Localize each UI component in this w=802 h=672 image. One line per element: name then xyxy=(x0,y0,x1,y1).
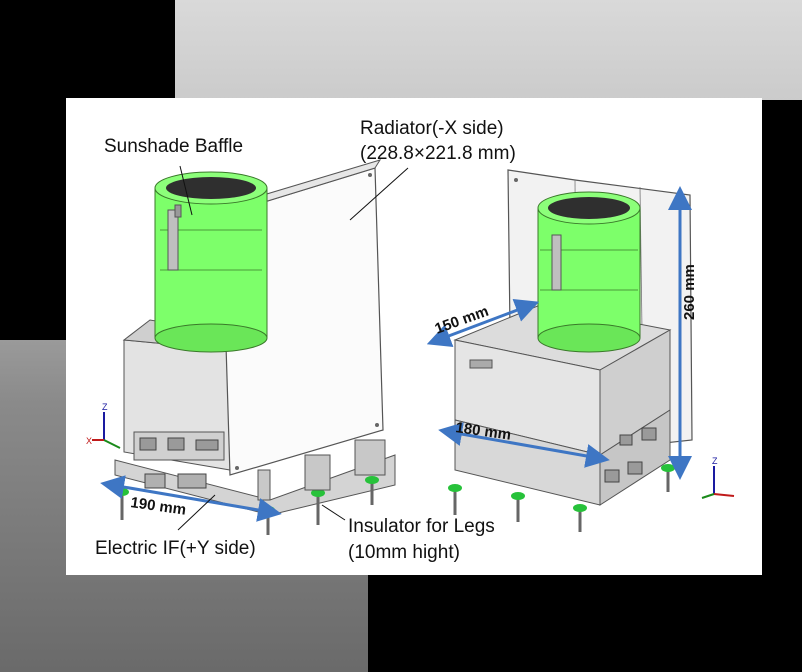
leader-insulator xyxy=(321,504,346,521)
dimension-arrow-190 xyxy=(100,475,282,522)
dimension-arrow-180 xyxy=(438,422,610,468)
insulator-label: Insulator for Legs xyxy=(348,516,495,537)
axis-label-z-right: Z xyxy=(712,456,718,466)
axis-triad-left xyxy=(92,412,121,449)
left-instrument xyxy=(92,159,409,535)
insulator-height-label: (10mm hight) xyxy=(348,542,460,563)
radiator-label: Radiator(-X side) xyxy=(360,118,504,139)
leader-sunshade xyxy=(179,165,193,216)
axis-triad-right xyxy=(701,466,735,499)
dimension-arrow-150 xyxy=(426,299,540,347)
background-block-bottom-right xyxy=(368,575,802,672)
radiator-size-label: (228.8×221.8 mm) xyxy=(360,143,516,164)
background-block-right xyxy=(762,100,802,672)
axis-label-z-left: Z xyxy=(102,402,108,412)
sunshade-baffle-label: Sunshade Baffle xyxy=(104,136,244,157)
leader-radiator xyxy=(349,167,409,221)
right-instrument xyxy=(426,169,735,532)
electric-if-label: Electric IF(+Y side) xyxy=(95,538,256,559)
leader-electric-if xyxy=(177,494,216,531)
axis-label-x-left: X xyxy=(86,436,92,446)
dimension-260-label: 260 mm xyxy=(681,264,698,320)
